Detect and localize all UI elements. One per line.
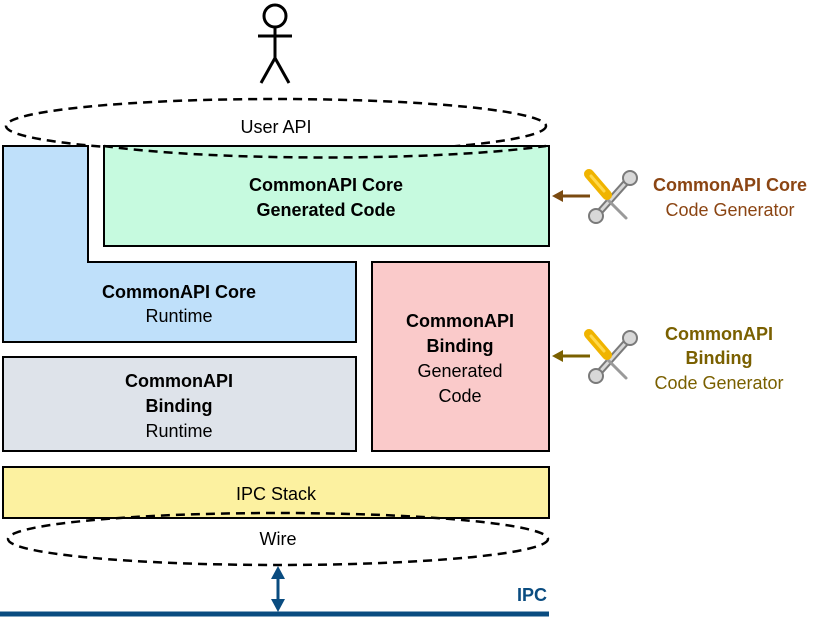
- binding-generated-generated: Generated: [417, 361, 502, 381]
- core-generator-title: CommonAPI Core: [653, 175, 807, 195]
- binding-generator-subtitle: Code Generator: [654, 373, 783, 393]
- ipc-stack-box: [2, 466, 550, 519]
- wrench-screwdriver-icon: [584, 169, 638, 224]
- binding-generated-code: Code: [438, 386, 481, 406]
- wrench-screwdriver-icon: [584, 329, 638, 384]
- core-runtime-title: CommonAPI Core: [102, 282, 256, 302]
- binding-generated-binding: Binding: [427, 336, 494, 356]
- core-generated-code-box: [103, 145, 550, 247]
- core-generator-arrow: [552, 190, 590, 202]
- binding-runtime-title: CommonAPI: [125, 371, 233, 391]
- binding-generator-title: CommonAPI: [665, 324, 773, 344]
- binding-generator-binding: Binding: [686, 348, 753, 368]
- binding-generated-code-box: [371, 261, 550, 452]
- core-runtime-subtitle: Runtime: [145, 306, 212, 326]
- core-generated-subtitle: Generated Code: [256, 200, 395, 220]
- binding-runtime-box: [2, 356, 357, 452]
- core-generator-subtitle: Code Generator: [665, 200, 794, 220]
- user-api-ellipse-edge: [103, 144, 547, 159]
- binding-generated-title: CommonAPI: [406, 311, 514, 331]
- wire-label: Wire: [260, 529, 297, 549]
- binding-runtime-binding: Binding: [146, 396, 213, 416]
- binding-runtime-subtitle: Runtime: [145, 421, 212, 441]
- wire-ipc-arrow: [271, 566, 285, 612]
- user-api-label: User API: [240, 117, 311, 137]
- binding-generator-arrow: [552, 350, 590, 362]
- user-icon: [258, 3, 292, 84]
- ipc-label: IPC: [517, 585, 547, 605]
- core-runtime-box: [2, 145, 357, 343]
- ipc-stack-label: IPC Stack: [236, 484, 317, 504]
- wire-ellipse: [6, 511, 550, 567]
- core-generated-title: CommonAPI Core: [249, 175, 403, 195]
